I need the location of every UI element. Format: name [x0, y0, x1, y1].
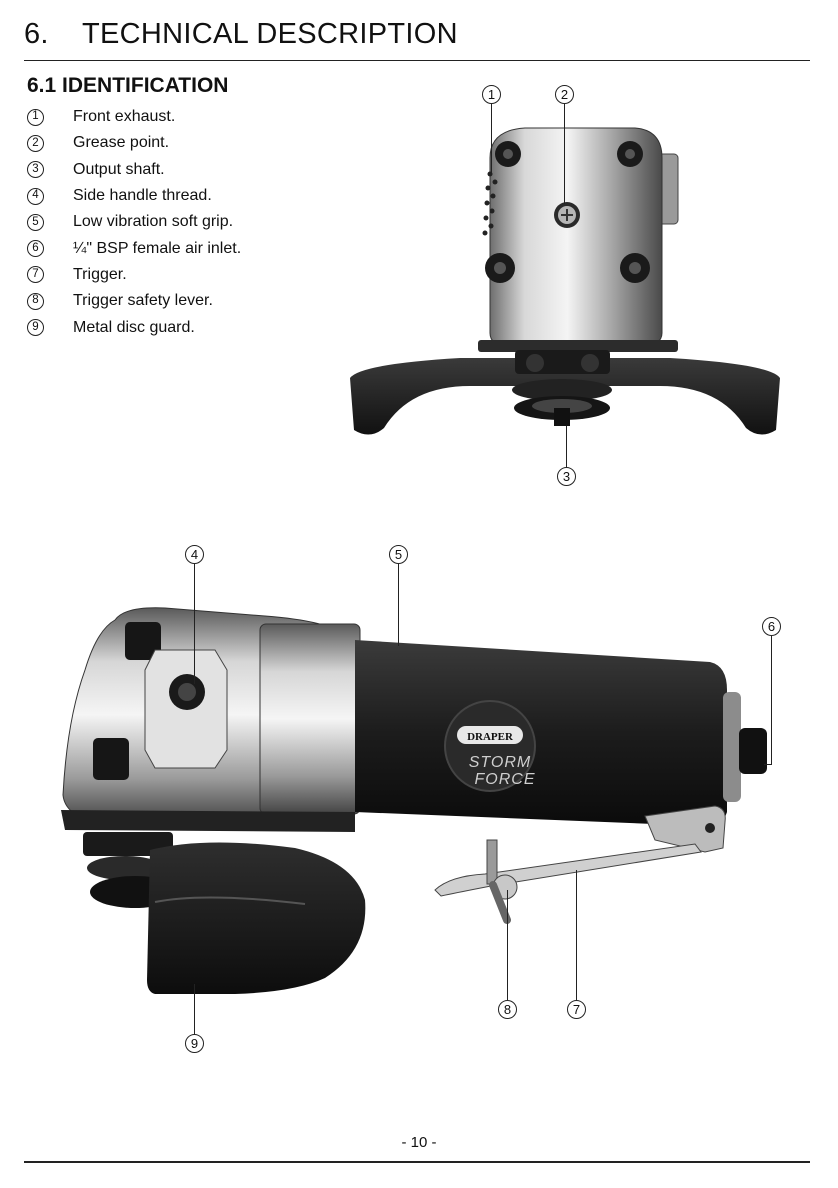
identification-list: 1 Front exhaust. 2 Grease point. 3 Output s…	[27, 104, 241, 341]
item-number-badge: 3	[27, 161, 44, 178]
leader-line	[771, 636, 772, 764]
callout-number-badge: 3	[557, 467, 576, 486]
leader-line	[491, 104, 492, 174]
item-number-badge: 1	[27, 109, 44, 126]
leader-line	[566, 426, 567, 467]
list-item: 5 Low vibration soft grip.	[27, 209, 241, 235]
section-title: TECHNICAL DESCRIPTION	[82, 18, 458, 50]
leader-line	[564, 104, 565, 204]
list-item: 4 Side handle thread.	[27, 183, 241, 209]
item-label: Side handle thread.	[73, 187, 212, 205]
identification-heading: 6.1 IDENTIFICATION	[27, 74, 228, 98]
item-number-badge: 9	[27, 319, 44, 336]
leader-line	[398, 564, 399, 646]
callout-number-badge: 9	[185, 1034, 204, 1053]
list-item: 1 Front exhaust.	[27, 104, 241, 130]
page-title: 6.TECHNICAL DESCRIPTION	[24, 18, 458, 51]
list-item: 7 Trigger.	[27, 262, 241, 288]
callout-5: 5	[389, 545, 408, 564]
list-item: 2 Grease point.	[27, 130, 241, 156]
leader-line	[576, 870, 577, 1000]
item-number-badge: 6	[27, 240, 44, 257]
item-label: ¼" BSP female air inlet.	[73, 240, 241, 258]
list-item: 9 Metal disc guard.	[27, 314, 241, 340]
item-label: Output shaft.	[73, 161, 165, 179]
callout-3: 3	[557, 467, 576, 486]
callout-7: 7	[567, 1000, 586, 1019]
leader-line	[507, 890, 508, 1000]
page-number: - 10 -	[0, 1134, 838, 1151]
title-divider	[24, 60, 810, 61]
product-line-storm: STORM	[469, 754, 531, 771]
callout-8: 8	[498, 1000, 517, 1019]
grinder-side-view-image: DRAPER STORM FORCE	[55, 600, 775, 1000]
item-label: Trigger safety lever.	[73, 292, 213, 310]
section-number: 6.	[24, 18, 82, 51]
item-label: Metal disc guard.	[73, 319, 195, 337]
item-number-badge: 4	[27, 188, 44, 205]
item-number-badge: 5	[27, 214, 44, 231]
callout-number-badge: 2	[555, 85, 574, 104]
list-item: 6 ¼" BSP female air inlet.	[27, 235, 241, 261]
callout-number-badge: 1	[482, 85, 501, 104]
grinder-front-view-image	[340, 118, 790, 458]
callout-9: 9	[185, 1034, 204, 1053]
callout-number-badge: 4	[185, 545, 204, 564]
item-label: Low vibration soft grip.	[73, 213, 233, 231]
item-number-badge: 8	[27, 293, 44, 310]
list-item: 8 Trigger safety lever.	[27, 288, 241, 314]
product-line-force: FORCE	[475, 771, 536, 788]
item-label: Trigger.	[73, 266, 127, 284]
leader-line	[764, 764, 772, 765]
callout-number-badge: 8	[498, 1000, 517, 1019]
item-label: Grease point.	[73, 134, 169, 152]
item-label: Front exhaust.	[73, 108, 175, 126]
item-number-badge: 2	[27, 135, 44, 152]
leader-line	[194, 984, 195, 1034]
brand-logo: DRAPER	[467, 731, 514, 743]
list-item: 3 Output shaft.	[27, 157, 241, 183]
callout-number-badge: 6	[762, 617, 781, 636]
leader-line	[194, 564, 195, 684]
callout-number-badge: 5	[389, 545, 408, 564]
item-number-badge: 7	[27, 266, 44, 283]
callout-6: 6	[762, 617, 781, 636]
callout-1: 1	[482, 85, 501, 104]
callout-number-badge: 7	[567, 1000, 586, 1019]
footer-divider	[24, 1161, 810, 1163]
callout-2: 2	[555, 85, 574, 104]
callout-4: 4	[185, 545, 204, 564]
